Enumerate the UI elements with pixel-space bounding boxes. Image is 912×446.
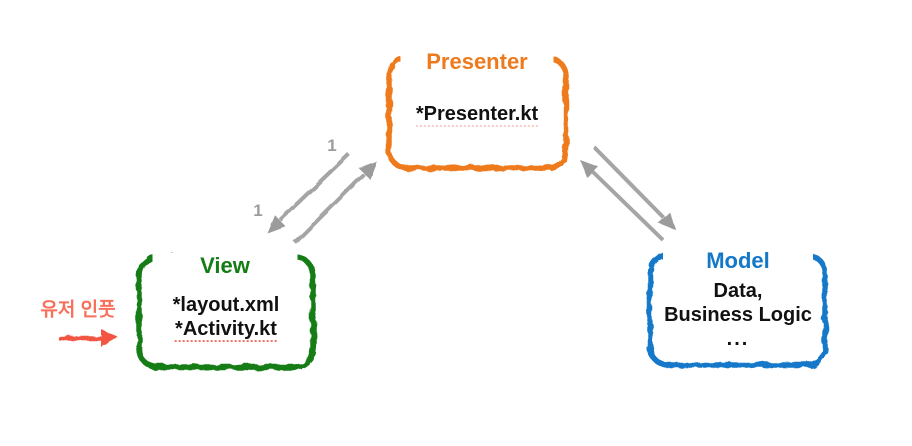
model-node-title: Model [663, 248, 813, 274]
presenter-file-label: *Presenter.kt [415, 103, 539, 127]
model-node-body: Data, Business Logic ... [664, 279, 812, 351]
view-node-body: *layout.xml *Activity.kt [172, 293, 280, 342]
user-input-label: 유저 인풋 [40, 299, 116, 321]
edge-label-one-bottom: 1 [253, 201, 263, 220]
view-activity-file-label: *Activity.kt [175, 318, 277, 342]
model-to-presenter-arrowhead-icon [580, 160, 599, 179]
view-layout-file-label: *layout.xml [172, 294, 280, 316]
presenter-to-model-arrowhead-icon [657, 211, 676, 230]
model-ellipsis-label: ... [726, 328, 750, 350]
view-to-presenter-arrowhead-icon [358, 161, 377, 180]
presenter-node-title: Presenter [400, 49, 554, 75]
view-node-title: View [152, 253, 298, 279]
presenter-to-view-arrow-line [278, 152, 351, 222]
user-input-arrowhead-icon [101, 329, 119, 347]
model-business-logic-label: Business Logic [664, 304, 812, 326]
view-to-presenter-arrow-line [293, 172, 366, 245]
presenter-to-model-arrow-line [592, 145, 665, 219]
edge-label-one-top: 1 [327, 136, 337, 155]
presenter-node-body: *Presenter.kt [415, 102, 539, 127]
presenter-to-view-arrowhead-icon [267, 214, 286, 233]
model-to-presenter-arrow-line [591, 170, 665, 242]
model-data-label: Data, [713, 280, 763, 302]
